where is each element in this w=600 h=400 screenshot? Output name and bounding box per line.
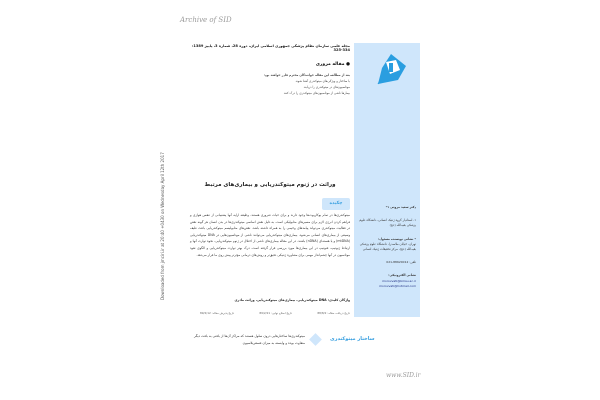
email-link[interactable]: morovvati@bmsu.ac.ir <box>382 278 416 283</box>
article-type: ● مقاله مروری <box>315 62 350 67</box>
corresponding-address: تهران، خیابان ملاصدرا، دانشگاه علوم پزشک… <box>359 241 416 252</box>
phone: تلفن: 88620012-021 <box>386 260 416 265</box>
keywords: واژگان کلیدی: DNA میتوکندریایی، بیماری‌ه… <box>234 298 350 302</box>
author-name: دکتر سعید مروتی ۱* <box>385 205 416 209</box>
objective-item: موتاسیون‌های در میتوکندری را دریابند <box>303 85 350 89</box>
affiliation: ۱- استادیار گروه ژنتیک انسانی، دانشگاه ع… <box>359 218 416 228</box>
author-info: دکتر سعید مروتی ۱* ۱- استادیار گروه ژنتی… <box>356 205 416 289</box>
email-label: نشانی الکترونیکی: <box>388 273 416 278</box>
watermark-sid: www.SID.ir <box>386 372 421 379</box>
section-text: میتوکندری‌ها ساختارهایی درون سلول هستند … <box>194 334 305 345</box>
objectives: بعد از مطالعه این مقاله خوانندگان محترم … <box>240 72 350 96</box>
date-revised: تاریخ اصلاح نهایی: 89/2/21 <box>259 311 293 315</box>
download-note: Downloaded from jmciri.ir at 20:40 +0430… <box>160 152 165 300</box>
journal-header: مجله علمی سازمان نظام پزشکی جمهوری اسلام… <box>191 44 350 52</box>
objective-item: با ساختار و ویژگی‌های میتوکندری آشنا شون… <box>295 79 351 83</box>
date-accepted: تاریخ پذیرش مقاله: 89/2/12 <box>200 311 235 315</box>
abstract-text: میتوکندری‌ها در تمام یوکاریوت‌ها وجود دا… <box>190 213 350 257</box>
watermark-archive: Archive of SID <box>180 16 232 24</box>
dates-row: تاریخ دریافت مقاله: 88/8/2 تاریخ اصلاح ن… <box>200 311 350 315</box>
journal-logo-icon <box>377 54 406 85</box>
section-heading: ساختار میتوکندری <box>330 336 375 342</box>
sidebar-panel <box>354 43 420 317</box>
email-link[interactable]: morovvati@hotmail.com <box>379 283 416 288</box>
article-type-label: مقاله مروری <box>315 62 345 67</box>
objectives-intro: بعد از مطالعه این مقاله خوانندگان محترم … <box>263 73 350 77</box>
date-received: تاریخ دریافت مقاله: 88/8/2 <box>317 311 350 315</box>
article-title: وراثت در ژنوم میتوکندریایی و بیماری‌های … <box>204 182 336 188</box>
abstract-heading: چکیده <box>322 198 350 210</box>
objective-item: بیمارها ناشی از موتاسیون‌های میتوکندری ر… <box>283 91 350 95</box>
diamond-icon <box>309 333 322 346</box>
corresponding-label: * نشانی نویسنده مسئول: <box>378 236 416 241</box>
